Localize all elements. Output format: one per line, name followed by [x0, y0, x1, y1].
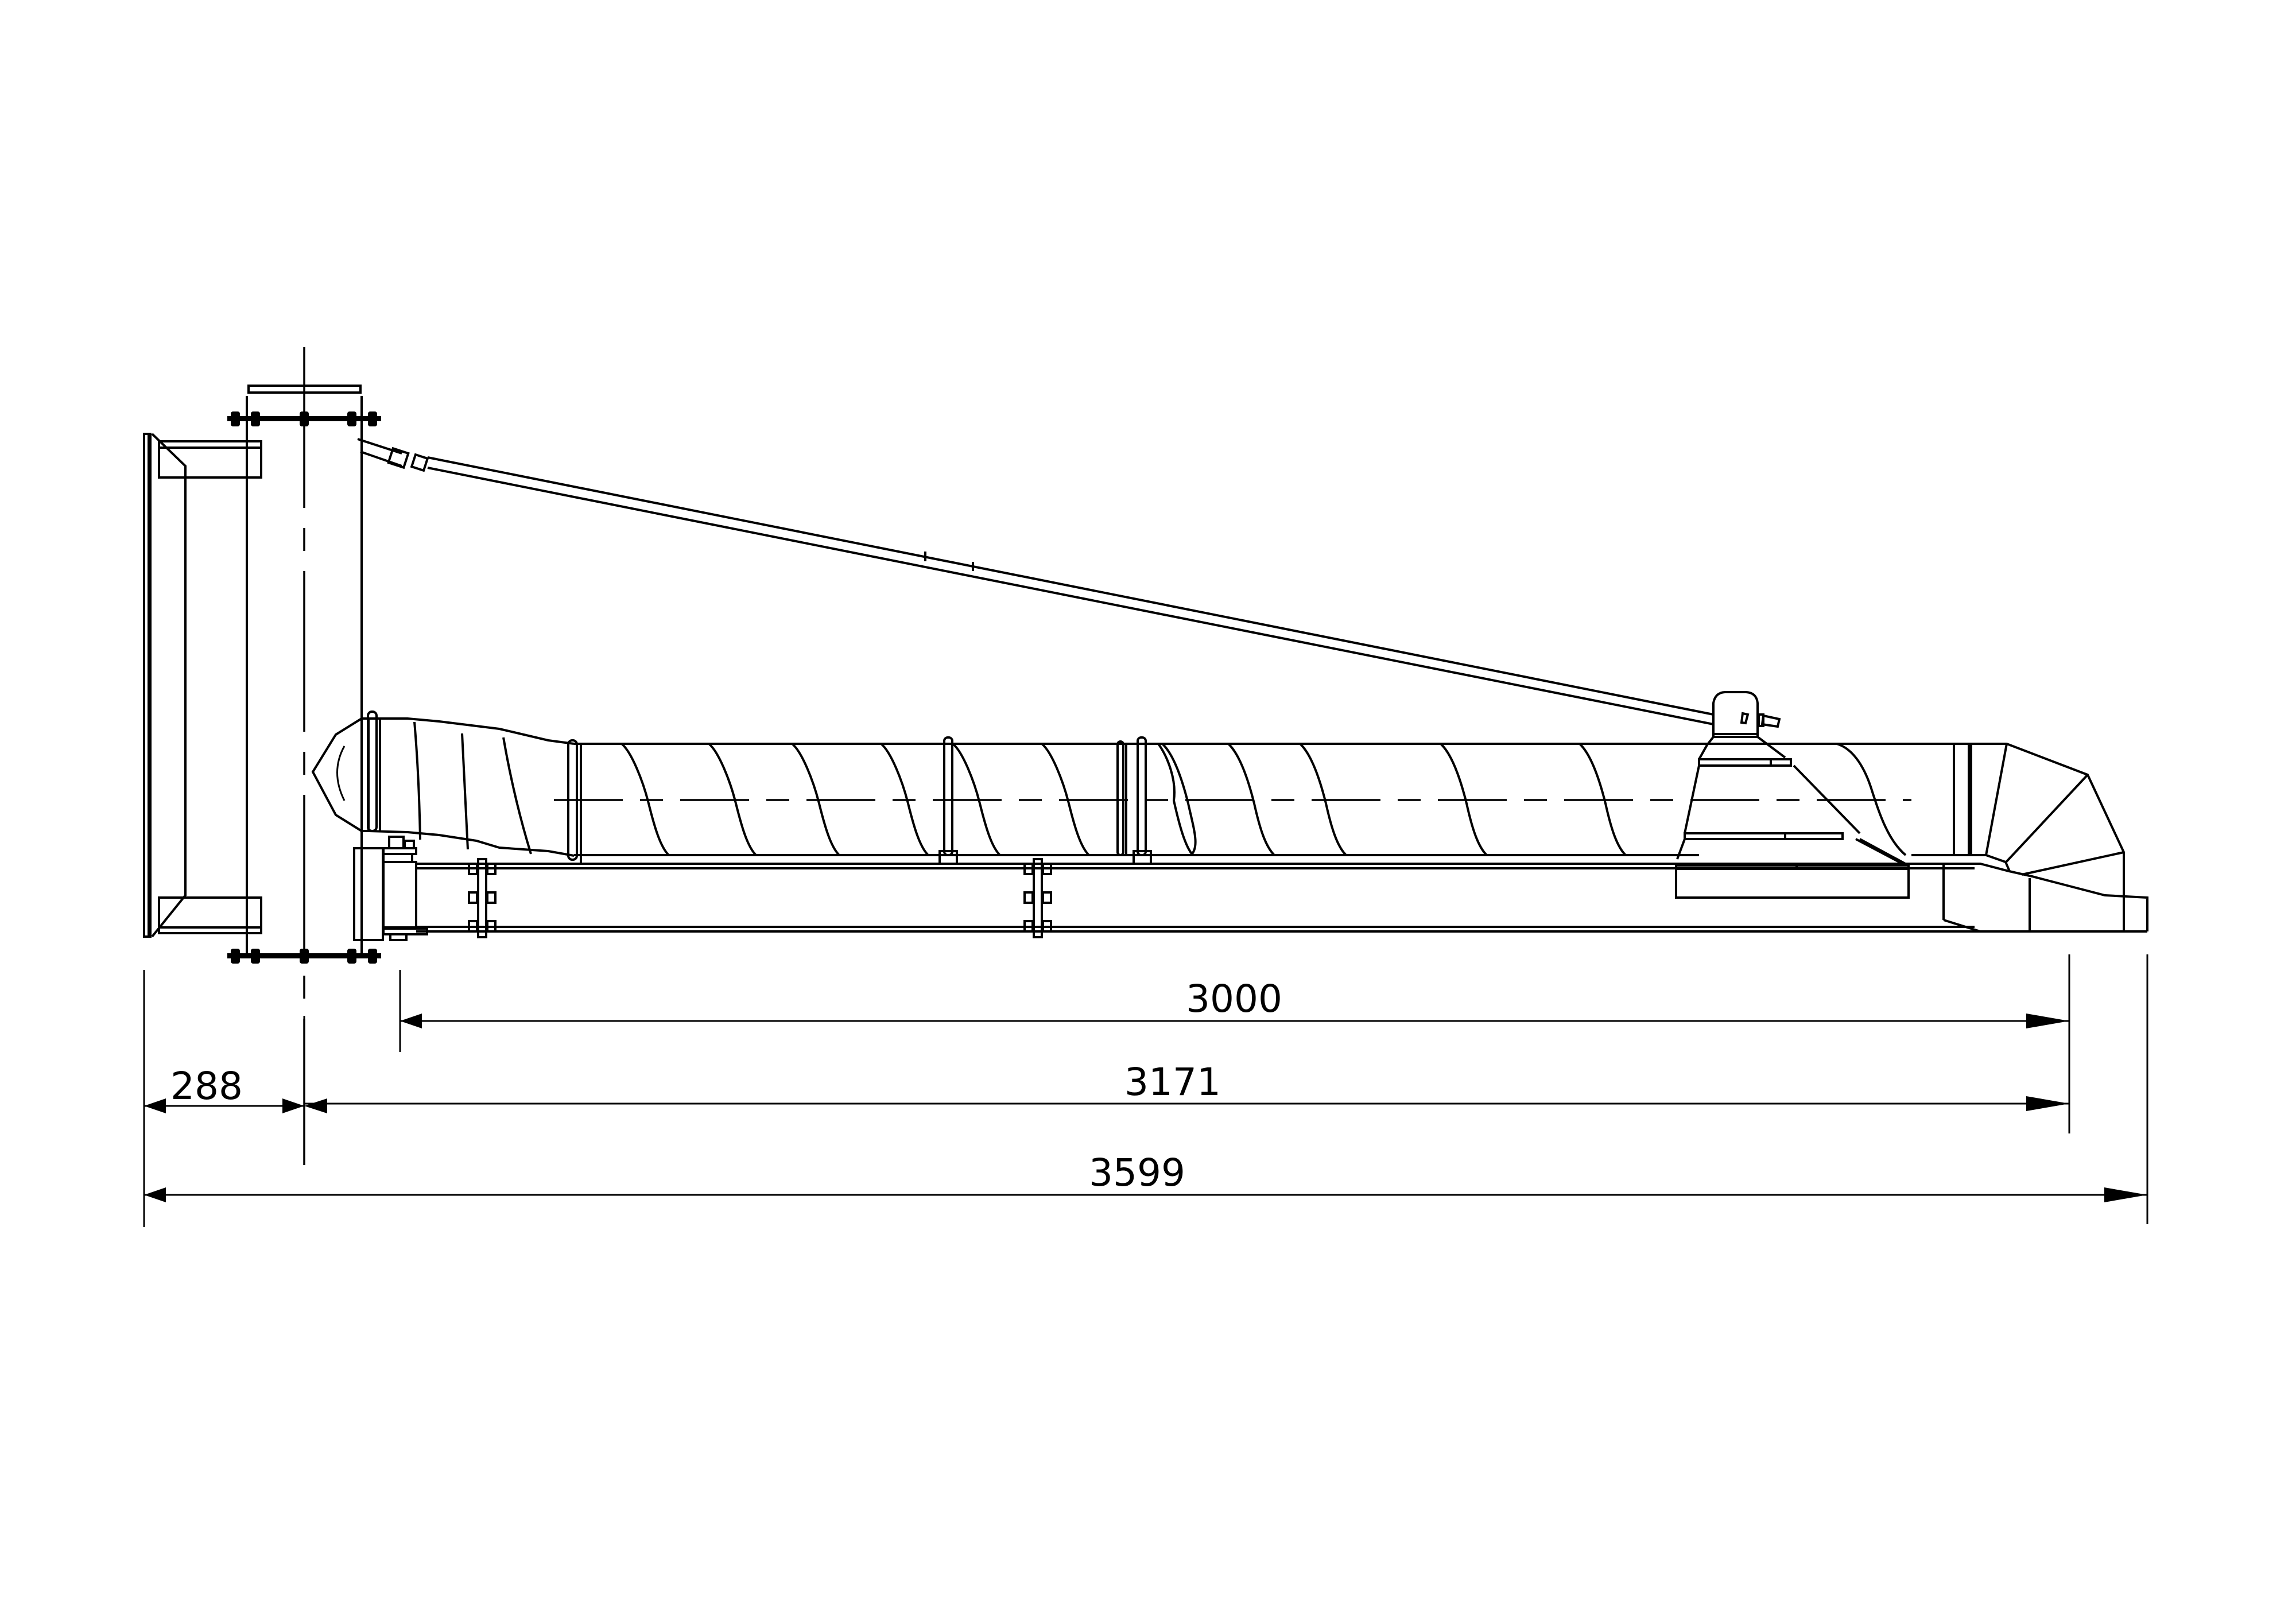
bolt-icon — [1023, 858, 1052, 938]
bolt-icon — [468, 858, 497, 938]
drive-motor-head — [1712, 691, 1781, 738]
bolt-icon — [231, 411, 377, 426]
tie-rod — [357, 438, 1723, 727]
inlet-hood — [143, 433, 262, 938]
dimension-label-3599: 3599 — [1089, 1151, 1185, 1195]
dimension-label-3000: 3000 — [1186, 977, 1282, 1021]
dimension-lines: 3000 288 3171 3599 — [143, 954, 2148, 1227]
discharge-chute — [1942, 743, 2148, 933]
top-flange — [227, 411, 381, 426]
dimension-label-288: 288 — [170, 1064, 243, 1108]
spiral-flights — [620, 743, 1907, 856]
dimension-label-3171: 3171 — [1124, 1060, 1221, 1104]
bottom-flange — [227, 949, 381, 964]
dimension-3000: 3000 — [400, 977, 2069, 1028]
dimension-288: 288 — [144, 1064, 304, 1113]
bolt-icon — [231, 949, 377, 964]
discharge-hood — [1675, 736, 1910, 899]
support-frame — [353, 836, 1975, 941]
dimension-3599: 3599 — [144, 1151, 2147, 1202]
dimension-3171: 3171 — [304, 1060, 2069, 1113]
screw-tube — [311, 710, 2007, 865]
